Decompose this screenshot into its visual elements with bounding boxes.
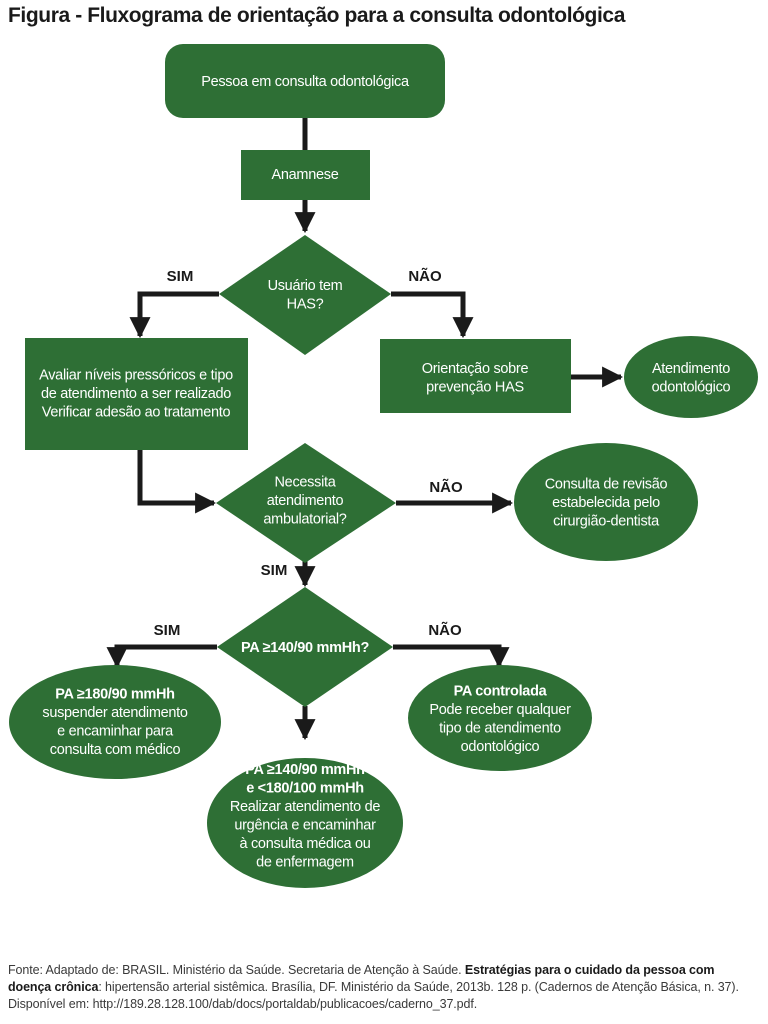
- node-ambulatory-question-text-line: ambulatorial?: [263, 512, 346, 528]
- node-anamnese-text: Anamnese: [272, 167, 339, 183]
- node-review: [514, 443, 698, 561]
- node-has-question: [219, 235, 391, 355]
- node-anamnese-text-line: Anamnese: [272, 167, 339, 183]
- source-suffix: : hipertensão arterial sistêmica. Brasíl…: [8, 980, 739, 1011]
- node-dental-care-text: Atendimento odontológico: [652, 361, 731, 396]
- edge-label-ambulatory-no: NÃO: [429, 478, 463, 496]
- node-high-pa-text: PA ≥180/90 mmHh suspender atendimento e en…: [42, 686, 187, 758]
- figure-title: Figura - Fluxograma de orientação para a…: [8, 4, 625, 27]
- node-has-question-text-line: Usuário tem: [268, 278, 343, 294]
- node-evaluate-text-line: Avaliar níveis pressóricos e tipo: [39, 368, 233, 384]
- node-controlled-pa-text-line: odontológico: [461, 739, 540, 755]
- node-evaluate-text-line: de atendimento a ser realizado: [41, 386, 231, 402]
- node-review-text: Consulta de revisão estabelecida pelo ciru…: [545, 477, 668, 530]
- node-high-pa: [9, 665, 221, 779]
- source-prefix: Fonte: Adaptado de: BRASIL. Ministério d…: [8, 963, 465, 977]
- node-ambulatory-question-text-line: Necessita: [275, 475, 337, 491]
- node-orientation-text: Orientação sobre prevenção HAS: [422, 361, 529, 396]
- edge-label-has-yes: SIM: [167, 268, 194, 285]
- node-mid-pa-text-line: à consulta médica ou: [239, 836, 370, 852]
- node-evaluate: [25, 338, 248, 450]
- edge-label-ambulatory-yes: SIM: [261, 562, 288, 579]
- node-pa-question-text: PA ≥140/90 mmHh?: [241, 640, 370, 656]
- node-dental-care-text-line: Atendimento: [652, 361, 730, 377]
- node-orientation-text-line: prevenção HAS: [426, 379, 524, 395]
- node-review-text-line: cirurgião-dentista: [553, 514, 660, 530]
- node-pa-question-text-line: PA ≥140/90 mmHh?: [241, 640, 370, 656]
- connector-pa-no: [393, 644, 510, 669]
- connectors: [106, 118, 624, 741]
- connector-has-no: [391, 291, 474, 339]
- node-dental-care-text-line: odontológico: [652, 379, 731, 395]
- node-review-text-line: Consulta de revisão: [545, 477, 668, 493]
- nodes: [9, 44, 758, 888]
- source-note: Fonte: Adaptado de: BRASIL. Ministério d…: [8, 962, 760, 1013]
- connector-evaluate-to-ambulatory: [137, 450, 217, 514]
- node-mid-pa-text-line: de enfermagem: [256, 854, 354, 870]
- node-high-pa-text-line: e encaminhar para: [57, 723, 174, 739]
- edge-label-pa-yes: SIM: [154, 622, 181, 639]
- edge-label-has-no: NÃO: [408, 267, 442, 285]
- node-has-question-text-line: HAS?: [287, 296, 324, 312]
- node-start-text-line: Pessoa em consulta odontológica: [201, 74, 410, 90]
- node-ambulatory-question: [216, 443, 396, 563]
- node-anamnese: [241, 150, 370, 200]
- node-high-pa-text-line: PA ≥180/90 mmHh: [55, 686, 175, 702]
- edge-label-pa-no: NÃO: [428, 621, 462, 639]
- node-controlled-pa-text-line: tipo de atendimento: [439, 720, 561, 736]
- node-evaluate-text: Avaliar níveis pressóricos e tipo de aten…: [39, 368, 233, 421]
- node-mid-pa-text-line: e <180/100 mmHh: [246, 780, 364, 796]
- node-dental-care: [624, 336, 758, 418]
- node-start-text: Pessoa em consulta odontológica: [201, 74, 410, 90]
- connector-pa-yes: [106, 644, 217, 669]
- node-ambulatory-question-text: Necessita atendimento ambulatorial?: [263, 475, 346, 528]
- node-controlled-pa: [408, 665, 592, 771]
- node-mid-pa-text-line: Realizar atendimento de: [230, 799, 381, 815]
- node-mid-pa-text-line: urgência e encaminhar: [234, 817, 376, 833]
- node-orientation-text-line: Orientação sobre: [422, 361, 529, 377]
- connector-has-yes: [129, 291, 219, 339]
- node-high-pa-text-line: consulta com médico: [50, 742, 181, 758]
- node-start: [165, 44, 445, 118]
- node-controlled-pa-text-line: PA controlada: [454, 683, 548, 699]
- source-title: Estratégias para o cuidado da pessoa com…: [8, 963, 715, 994]
- node-evaluate-text-line: Verificar adesão ao tratamento: [42, 405, 231, 421]
- node-mid-pa-text-line: PA ≥140/90 mmHh: [245, 762, 365, 778]
- node-high-pa-text-line: suspender atendimento: [42, 705, 187, 721]
- node-review-text-line: estabelecida pelo: [552, 495, 660, 511]
- node-ambulatory-question-text-line: atendimento: [267, 493, 344, 509]
- node-mid-pa: [207, 758, 403, 888]
- node-pa-question: [217, 587, 393, 707]
- node-controlled-pa-text-line: Pode receber qualquer: [429, 702, 571, 718]
- node-orientation: [380, 339, 571, 413]
